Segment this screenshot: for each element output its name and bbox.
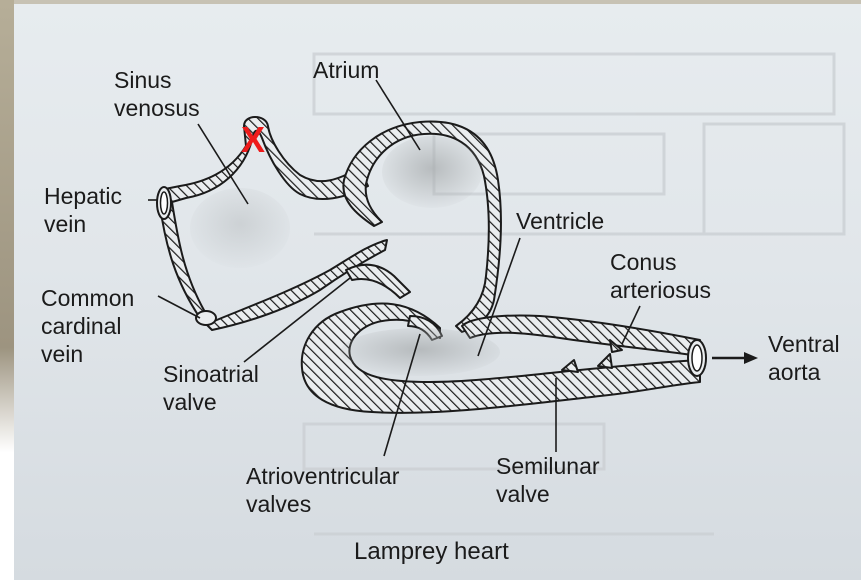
hepatic-vein-lumen (161, 192, 168, 214)
ventral-aorta-arrow (712, 352, 758, 364)
sinus-shading (190, 188, 290, 268)
red-x-marker: X (241, 122, 265, 158)
conus-outlet-lumen (692, 345, 702, 371)
atrium-shading (382, 136, 482, 208)
label-atrium: Atrium (313, 56, 379, 84)
diagram-caption: Lamprey heart (354, 538, 509, 566)
sinoatrial-valve-flap (346, 265, 410, 298)
label-ventricle: Ventricle (516, 207, 604, 235)
